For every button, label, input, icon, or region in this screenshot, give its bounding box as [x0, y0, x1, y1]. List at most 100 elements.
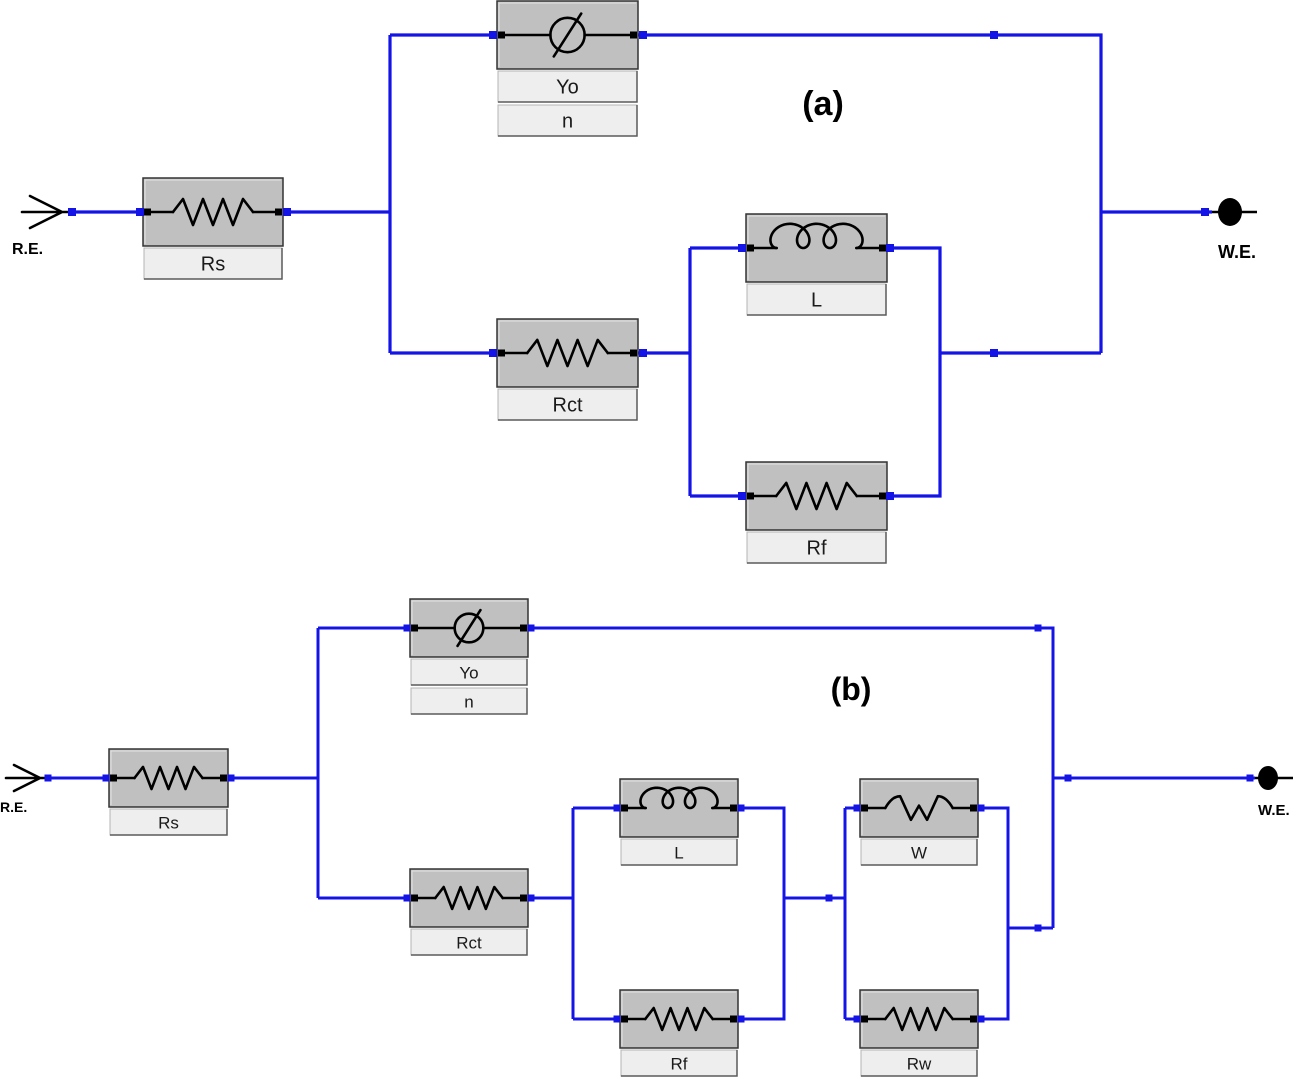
rf-parameter-label: Rf [807, 538, 827, 560]
terminal-pin [144, 208, 151, 216]
element-body-highlight [110, 750, 226, 805]
junction-node [527, 624, 535, 632]
terminal-pin [970, 804, 977, 812]
junction-node [613, 804, 621, 812]
rf-parameter-label: Rf [671, 1055, 688, 1074]
element-label-cell-shadow [411, 688, 528, 715]
junction-node [68, 208, 76, 216]
cpe-parameter-label: Yo [459, 664, 478, 683]
terminal-pin [879, 244, 886, 252]
terminal-pin [747, 492, 754, 500]
reference-electrode-label: R.E. [0, 799, 27, 815]
reference-electrode-arrow-icon [4, 763, 48, 793]
element-label-cell-shadow [411, 929, 528, 956]
reference-electrode-label: R.E. [12, 241, 43, 258]
junction-node [136, 208, 144, 216]
terminal-pin [730, 1015, 737, 1023]
reference-electrode: R.E. [0, 763, 48, 815]
resistor-icon [171, 197, 255, 227]
junction-node [403, 894, 411, 902]
terminal-pin [498, 31, 505, 39]
l-parameter-label: L [811, 290, 822, 312]
terminal-pin [621, 1015, 628, 1023]
working-electrode-label: W.E. [1218, 242, 1256, 262]
cpe-icon [549, 12, 586, 58]
element-body-highlight [621, 780, 736, 835]
rct-element: Rct [409, 868, 529, 956]
resistor-icon [525, 338, 610, 368]
element-body-highlight [144, 179, 281, 244]
junction-node [738, 492, 746, 500]
element-label-cell-shadow [498, 105, 638, 137]
w-parameter-label: W [911, 844, 927, 863]
wire [738, 806, 786, 1021]
reference-electrode: R.E. [12, 194, 72, 258]
junction-node [227, 774, 235, 782]
junction-node [886, 244, 894, 252]
resistor-icon [774, 481, 859, 511]
w-element: W [859, 778, 979, 866]
element-label-cell [620, 838, 738, 866]
element-body-highlight [861, 780, 976, 835]
element-label-cell [410, 687, 528, 715]
resistor-icon [133, 765, 204, 791]
element-label-cell-shadow [498, 71, 638, 103]
element-label-cell-shadow [411, 659, 528, 686]
terminal-pin [520, 894, 527, 902]
junction-node [853, 1015, 861, 1023]
junction-node [737, 1015, 745, 1023]
element-label-cell-shadow [861, 839, 978, 866]
terminal-pin [970, 1015, 977, 1023]
l-element: L [745, 213, 888, 316]
working-electrode-icon [1218, 198, 1242, 226]
rs-parameter-label: Rs [201, 254, 225, 276]
wire [887, 246, 942, 498]
terminal-pin [621, 804, 628, 812]
rs-parameter-label: Rs [158, 814, 179, 833]
element-label-cell [497, 388, 638, 421]
terminal-pin [411, 894, 418, 902]
element-label-cell-shadow [747, 284, 887, 316]
circuit-title: (a) [802, 85, 844, 123]
element-body-highlight [411, 870, 526, 925]
terminal-pin [220, 774, 227, 782]
inductor-icon [769, 222, 864, 250]
l-element: L [619, 778, 739, 866]
junction-node [613, 1015, 621, 1023]
rw-parameter-label: Rw [907, 1055, 932, 1074]
junction-node [1034, 624, 1042, 632]
terminal-pin [630, 349, 637, 357]
terminal-pin [630, 31, 637, 39]
wire [638, 33, 1103, 353]
terminal-pin [520, 624, 527, 632]
cpe-parameter-label: Yo [556, 77, 579, 99]
element-body-highlight [498, 320, 636, 385]
junction-node [489, 31, 497, 39]
element-body-highlight [498, 2, 636, 67]
junction-node [639, 31, 647, 39]
element-label-cell [746, 283, 887, 316]
terminal-pin [861, 804, 868, 812]
working-electrode-icon [1258, 766, 1278, 790]
warburg-icon [883, 794, 955, 822]
element-label-cell [410, 928, 528, 956]
working-electrode-label: W.E. [1258, 802, 1290, 819]
resistor-icon [883, 1006, 955, 1032]
inductor-icon [639, 786, 719, 810]
rw-element: Rw [859, 989, 979, 1077]
working-electrode: W.E. [1255, 766, 1293, 819]
terminal-pin [498, 349, 505, 357]
junction-node [527, 894, 535, 902]
element-body-highlight [621, 991, 736, 1046]
l-parameter-label: L [674, 844, 683, 863]
rf-element: Rf [745, 461, 888, 564]
junction-node [403, 624, 411, 632]
junction-node [886, 492, 894, 500]
working-electrode: W.E. [1212, 198, 1257, 262]
cpe-parameter-label: n [562, 111, 573, 133]
junction-node [977, 1015, 985, 1023]
junction-node [1034, 924, 1042, 932]
cpe-icon [453, 608, 485, 648]
